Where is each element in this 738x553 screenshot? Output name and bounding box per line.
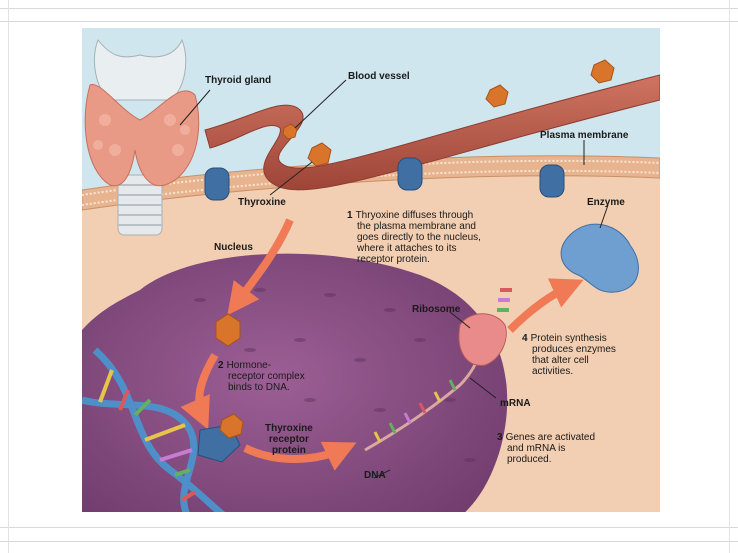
thyroid-gland bbox=[84, 38, 200, 236]
nucleus bbox=[82, 253, 508, 512]
frame-top-line bbox=[0, 8, 738, 9]
label-plasma-membrane: Plasma membrane bbox=[540, 130, 629, 141]
frame-right-line bbox=[729, 0, 730, 553]
leader-lines bbox=[179, 79, 609, 479]
arrow-to-enzyme bbox=[507, 278, 584, 333]
ribosome bbox=[458, 288, 512, 366]
label-dna: DNA bbox=[364, 470, 386, 481]
frame-left-line bbox=[8, 0, 9, 553]
frame-top-line-2 bbox=[0, 21, 738, 22]
frame-bottom-line bbox=[0, 527, 738, 528]
dna-helix bbox=[82, 347, 226, 512]
label-ribosome: Ribosome bbox=[412, 304, 461, 315]
label-thyroid-gland: Thyroid gland bbox=[205, 75, 272, 86]
label-enzyme: Enzyme bbox=[587, 197, 625, 208]
arrow-to-nucleus bbox=[227, 218, 294, 316]
arrow-to-dna bbox=[180, 352, 219, 430]
label-mrna: mRNA bbox=[500, 398, 531, 409]
hormone-in-nucleus bbox=[215, 313, 241, 347]
thyroxine-molecules-in-vessel bbox=[282, 59, 615, 140]
label-thyroxine-receptor-protein: Thyroxine receptor protein bbox=[265, 423, 313, 456]
frame-bottom-line-2 bbox=[0, 541, 738, 542]
hormone-receptor-complex bbox=[197, 413, 244, 463]
label-nucleus: Nucleus bbox=[214, 242, 253, 253]
membrane-channels bbox=[204, 157, 565, 201]
enzyme-blob bbox=[560, 223, 639, 293]
thyroxine-molecule bbox=[307, 142, 332, 167]
arrow-to-mrna bbox=[243, 441, 357, 471]
nuclear-pores bbox=[194, 288, 476, 462]
label-blood-vessel: Blood vessel bbox=[348, 71, 410, 82]
label-thyroxine: Thyroxine bbox=[238, 197, 286, 208]
